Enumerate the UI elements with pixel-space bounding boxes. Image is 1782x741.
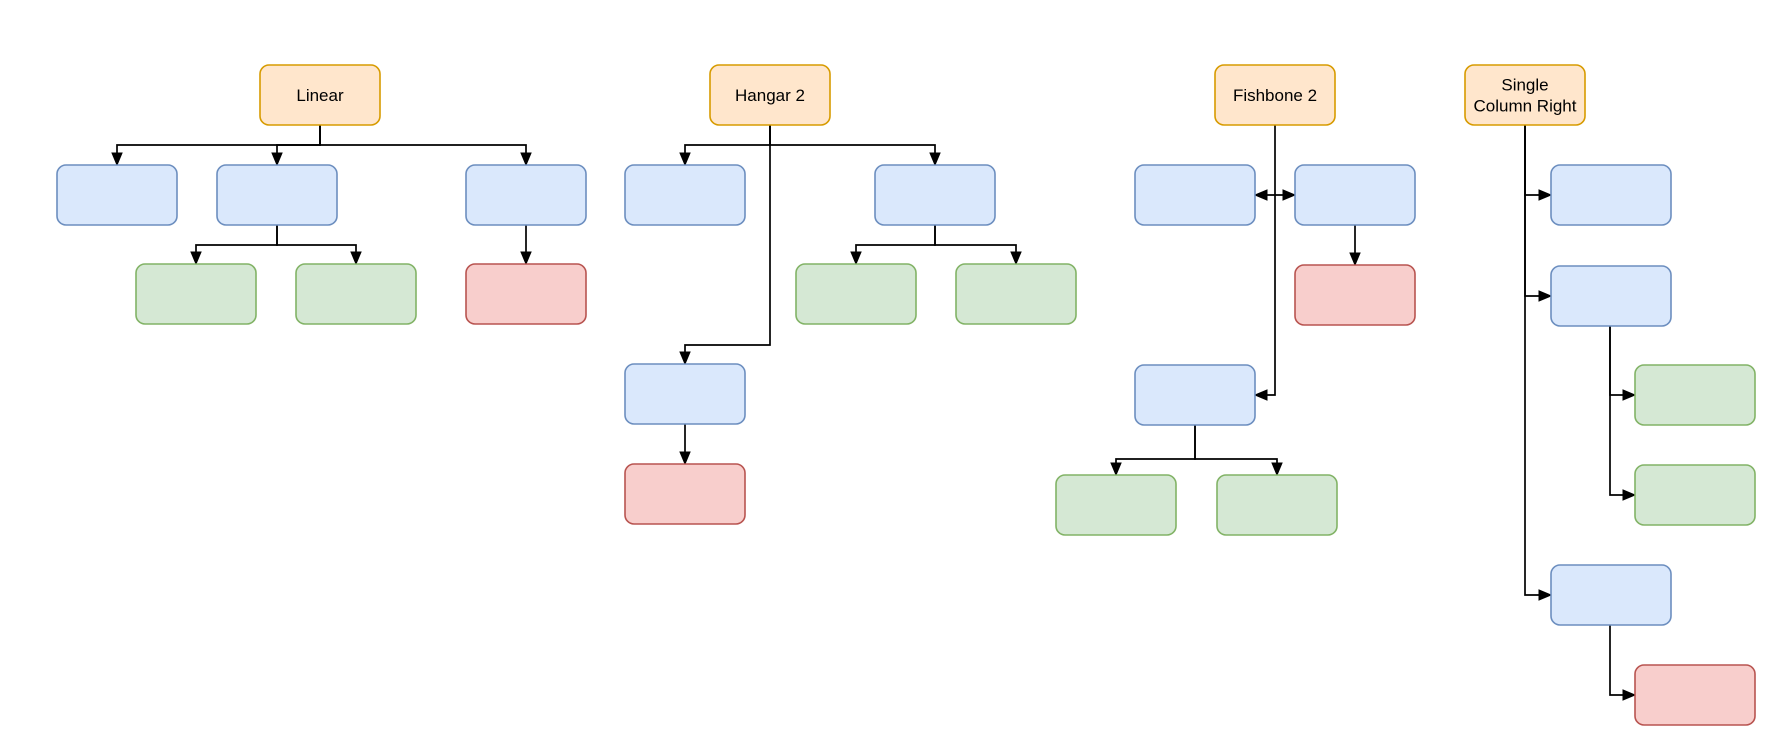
node-hangar-child-2 xyxy=(874,164,996,226)
node-fishbone-child-3 xyxy=(1134,364,1256,426)
node-linear-child-2 xyxy=(216,164,338,226)
node-linear-grandchild-2 xyxy=(295,263,417,325)
node-scr-grandchild-2 xyxy=(1634,464,1756,526)
node-linear-child-1 xyxy=(56,164,178,226)
node-fishbone-grandchild-2 xyxy=(1055,474,1177,536)
connector-arrow xyxy=(1609,625,1635,695)
node-linear-child-3 xyxy=(465,164,587,226)
connector-arrow xyxy=(1255,125,1276,395)
node-scr-root xyxy=(1464,64,1586,126)
node-fishbone-child-2 xyxy=(1294,164,1416,226)
node-fishbone-child-1 xyxy=(1134,164,1256,226)
tree-fishbone-2: Fishbone 2 xyxy=(1055,64,1416,536)
connector-arrow xyxy=(196,225,278,264)
node-fishbone-root xyxy=(1214,64,1336,126)
connector-arrow xyxy=(276,225,356,264)
node-hangar-child-3 xyxy=(624,363,746,425)
connector-arrow xyxy=(1524,125,1551,296)
node-scr-grandchild-3 xyxy=(1634,664,1756,726)
connector-arrow xyxy=(319,125,526,165)
node-fishbone-grandchild-1 xyxy=(1294,264,1416,326)
connector-arrow xyxy=(1524,125,1551,595)
connector-arrow xyxy=(685,125,771,165)
connector-arrow xyxy=(685,125,771,364)
node-fishbone-grandchild-3 xyxy=(1216,474,1338,536)
connector-arrow xyxy=(1194,425,1277,475)
node-hangar-grandchild-1 xyxy=(795,263,917,325)
node-hangar-grandchild-2 xyxy=(955,263,1077,325)
tree-linear: Linear xyxy=(56,64,587,325)
connector-arrow xyxy=(1116,425,1196,475)
connector-arrow xyxy=(934,225,1016,264)
connector-arrow xyxy=(769,125,935,165)
node-scr-child-1 xyxy=(1550,164,1672,226)
node-linear-grandchild-1 xyxy=(135,263,257,325)
connector-arrow xyxy=(1609,326,1635,495)
node-scr-child-2 xyxy=(1550,265,1672,327)
node-scr-child-3 xyxy=(1550,564,1672,626)
node-linear-grandchild-3 xyxy=(465,263,587,325)
node-label-hangar-root: Hangar 2 xyxy=(735,86,805,105)
node-scr-grandchild-1 xyxy=(1634,364,1756,426)
node-label-fishbone-root: Fishbone 2 xyxy=(1233,86,1317,105)
node-hangar-grandchild-3 xyxy=(624,463,746,525)
node-hangar-root xyxy=(709,64,831,126)
connector-arrow xyxy=(1524,125,1551,195)
tree-hangar-2: Hangar 2 xyxy=(624,64,1077,525)
connector-arrow xyxy=(856,225,936,264)
node-hangar-child-1 xyxy=(624,164,746,226)
connector-arrow xyxy=(1609,326,1635,395)
node-linear-root xyxy=(259,64,381,126)
node-label-linear-root: Linear xyxy=(296,86,344,105)
connector-arrow xyxy=(277,125,321,165)
